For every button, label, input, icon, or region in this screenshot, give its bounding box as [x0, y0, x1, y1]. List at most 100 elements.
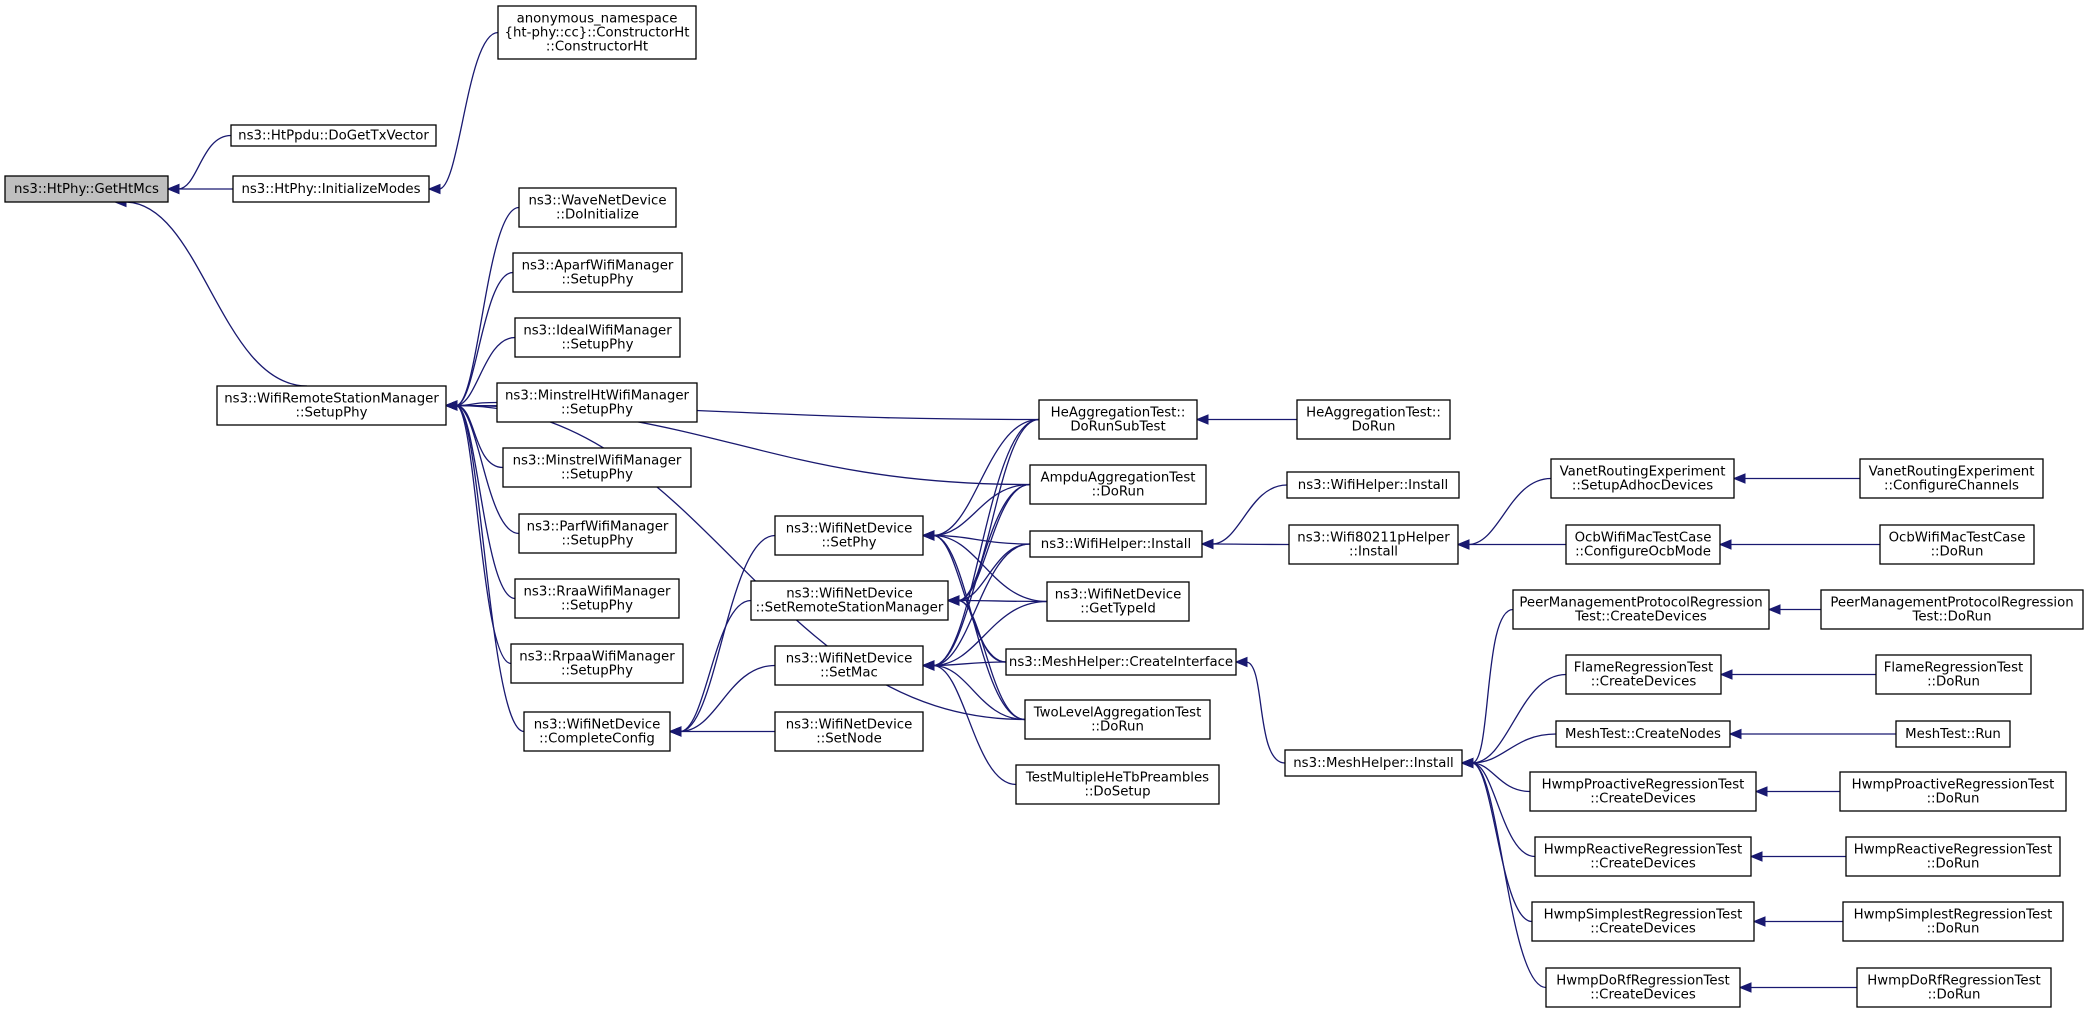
node-label: ns3::MinstrelWifiManager	[513, 454, 682, 469]
node-box	[510, 643, 684, 684]
node-heaggregationtest-dorun[interactable]: HeAggregationTest::DoRun	[1296, 399, 1451, 440]
node-label: ::SetupPhy	[561, 468, 633, 483]
node-box	[1534, 836, 1752, 877]
node-peermanagementprotocolregression-test-dorun[interactable]: PeerManagementProtocolRegressionTest::Do…	[1820, 589, 2084, 630]
node-ns3-meshhelper-createinterface[interactable]: ns3::MeshHelper::CreateInterface	[1005, 648, 1237, 676]
node-label: FlameRegressionTest	[1884, 661, 2024, 676]
node-label: ns3::HtPhy::InitializeModes	[241, 182, 420, 197]
arrow-head-icon	[1719, 669, 1733, 680]
node-label: ns3::WifiNetDevice	[786, 718, 913, 733]
node-label: anonymous_namespace	[517, 12, 678, 27]
node-ns3-wifinetdevice-setphy[interactable]: ns3::WifiNetDevice::SetPhy	[774, 515, 924, 556]
node-box	[1845, 836, 2061, 877]
node-flameregressiontest-dorun[interactable]: FlameRegressionTest::DoRun	[1875, 654, 2032, 695]
node-hwmpdorfregressiontest-createdevices[interactable]: HwmpDoRfRegressionTest::CreateDevices	[1545, 967, 1741, 1008]
arrow-head-icon	[1749, 851, 1763, 862]
arrow-head-icon	[1732, 473, 1746, 484]
node-box	[1529, 771, 1757, 812]
node-ns3-wifi80211phelper-install[interactable]: ns3::Wifi80211pHelper::Install	[1288, 524, 1459, 565]
call-edge	[932, 543, 1031, 667]
node-label: ::GetTypeId	[1080, 602, 1156, 617]
node-label: ns3::MeshHelper::Install	[1293, 756, 1454, 771]
node-ns3-rraawifimanager-setupphy[interactable]: ns3::RraaWifiManager::SetupPhy	[514, 578, 680, 619]
node-testmultiplehetbpreambles-dosetup[interactable]: TestMultipleHeTbPreambles::DoSetup	[1015, 764, 1220, 805]
node-box	[1555, 720, 1731, 748]
node-label: ::SetPhy	[821, 536, 876, 551]
node-label: ::ConstructorHt	[546, 40, 648, 55]
node-twolevelaggregationtest-dorun[interactable]: TwoLevelAggregationTest::DoRun	[1024, 699, 1211, 740]
node-label: ::SetupPhy	[562, 273, 634, 288]
node-ns3-htphy-initializemodes[interactable]: ns3::HtPhy::InitializeModes	[232, 175, 430, 203]
node-ns3-idealwifimanager-setupphy[interactable]: ns3::IdealWifiManager::SetupPhy	[514, 317, 681, 358]
node-flameregressiontest-createdevices[interactable]: FlameRegressionTest::CreateDevices	[1565, 654, 1722, 695]
node-label: ::CreateDevices	[1590, 988, 1696, 1003]
node-box	[1856, 967, 2052, 1008]
node-hwmpreactiveregressiontest-createdevices[interactable]: HwmpReactiveRegressionTest::CreateDevice…	[1534, 836, 1752, 877]
node-ns3-aparfwifimanager-setupphy[interactable]: ns3::AparfWifiManager::SetupPhy	[512, 252, 683, 293]
node-ocbwifimactestcase-configureocbmode[interactable]: OcbWifiMacTestCase::ConfigureOcbMode	[1565, 524, 1721, 565]
node-hwmpreactiveregressiontest-dorun[interactable]: HwmpReactiveRegressionTest::DoRun	[1845, 836, 2061, 877]
node-ns3-minstrelhtwifimanager-setupphy[interactable]: ns3::MinstrelHtWifiManager::SetupPhy	[496, 382, 698, 423]
node-label: Test::DoRun	[1911, 610, 1991, 625]
node-peermanagementprotocolregression-test-createdevices[interactable]: PeerManagementProtocolRegressionTest::Cr…	[1512, 589, 1770, 630]
call-edge	[932, 418, 1040, 667]
node-label: ::Install	[1349, 545, 1398, 560]
call-edge	[932, 483, 1031, 667]
node-ocbwifimactestcase-dorun[interactable]: OcbWifiMacTestCase::DoRun	[1879, 524, 2035, 565]
node-heaggregationtest-dorunsubtest[interactable]: HeAggregationTest::DoRunSubTest	[1038, 399, 1198, 440]
node-meshtest-run[interactable]: MeshTest::Run	[1895, 720, 2011, 748]
node-label: {ht-phy::cc}::ConstructorHt	[505, 26, 690, 41]
node-label: ::ConfigureChannels	[1884, 479, 2019, 494]
node-vanetroutingexperiment-configurechannels[interactable]: VanetRoutingExperiment::ConfigureChannel…	[1859, 458, 2044, 499]
node-ns3-minstrelwifimanager-setupphy[interactable]: ns3::MinstrelWifiManager::SetupPhy	[502, 447, 692, 488]
arrow-head-icon	[1752, 916, 1766, 927]
node-ns3-htphy-gethtmcs[interactable]: ns3::HtPhy::GetHtMcs	[4, 175, 169, 203]
node-ns3-wifihelper-install[interactable]: ns3::WifiHelper::Install	[1029, 530, 1203, 558]
node-vanetroutingexperiment-setupadhocdevices[interactable]: VanetRoutingExperiment::SetupAdhocDevice…	[1550, 458, 1735, 499]
node-label: ns3::WifiNetDevice	[534, 718, 661, 733]
node-box	[1046, 581, 1190, 622]
node-ns3-meshhelper-install[interactable]: ns3::MeshHelper::Install	[1284, 749, 1463, 777]
node-label: HwmpProactiveRegressionTest	[1542, 778, 1745, 793]
node-label: PeerManagementProtocolRegression	[1519, 596, 1762, 611]
node-ns3-htppdu-dogettxvector[interactable]: ns3::HtPpdu::DoGetTxVector	[230, 124, 437, 147]
graph-edges	[113, 31, 1896, 993]
node-ns3-wifinetdevice-gettypeid[interactable]: ns3::WifiNetDevice::GetTypeId	[1046, 581, 1190, 622]
node-ns3-rrpaawifimanager-setupphy[interactable]: ns3::RrpaaWifiManager::SetupPhy	[510, 643, 684, 684]
node-ns3-wifinetdevice-setnode[interactable]: ns3::WifiNetDevice::SetNode	[774, 711, 924, 752]
node-box	[512, 252, 683, 293]
node-label: HwmpDoRfRegressionTest	[1867, 974, 2040, 989]
call-edge	[455, 404, 520, 535]
node-ns3-wavenetdevice-doinitialize[interactable]: ns3::WaveNetDevice::DoInitialize	[518, 187, 677, 228]
node-anonymous-namespace-ht-phy-cc-constructorht-constructorht[interactable]: anonymous_namespace{ht-phy::cc}::Constru…	[497, 5, 697, 60]
call-edge	[455, 206, 520, 407]
node-ns3-wifinetdevice-completeconfig[interactable]: ns3::WifiNetDevice::CompleteConfig	[523, 711, 671, 752]
node-label: ::DoRun	[1931, 545, 1984, 560]
node-meshtest-createnodes[interactable]: MeshTest::CreateNodes	[1555, 720, 1731, 748]
node-hwmpsimplestregressiontest-createdevices[interactable]: HwmpSimplestRegressionTest::CreateDevice…	[1531, 901, 1755, 942]
arrow-head-icon	[1234, 656, 1248, 668]
node-label: ns3::RrpaaWifiManager	[519, 650, 675, 665]
node-label: ::SetRemoteStationManager	[756, 601, 944, 616]
node-label: ::SetNode	[816, 732, 882, 747]
node-label: ::CreateDevices	[1591, 675, 1697, 690]
node-box	[523, 711, 671, 752]
call-edge	[1211, 543, 1290, 546]
node-ns3-wifiremotestationmanager-setupphy[interactable]: ns3::WifiRemoteStationManager::SetupPhy	[216, 385, 447, 426]
arrow-head-icon	[1767, 604, 1781, 615]
node-box	[514, 317, 681, 358]
node-ns3-wifinetdevice-setmac[interactable]: ns3::WifiNetDevice::SetMac	[774, 645, 924, 686]
call-edge	[932, 483, 1031, 537]
node-hwmpdorfregressiontest-dorun[interactable]: HwmpDoRfRegressionTest::DoRun	[1856, 967, 2052, 1008]
node-ns3-wifihelper-install[interactable]: ns3::WifiHelper::Install	[1286, 471, 1460, 499]
node-ns3-parfwifimanager-setupphy[interactable]: ns3::ParfWifiManager::SetupPhy	[518, 513, 677, 554]
node-box	[1879, 524, 2035, 565]
node-ampduaggregationtest-dorun[interactable]: AmpduAggregationTest::DoRun	[1029, 464, 1207, 505]
call-edge	[455, 404, 512, 665]
node-ns3-wifinetdevice-setremotestationmanager[interactable]: ns3::WifiNetDevice::SetRemoteStationMana…	[750, 580, 949, 621]
node-hwmpproactiveregressiontest-dorun[interactable]: HwmpProactiveRegressionTest::DoRun	[1839, 771, 2067, 812]
node-label: ns3::HtPhy::GetHtMcs	[14, 182, 159, 197]
node-hwmpproactiveregressiontest-createdevices[interactable]: HwmpProactiveRegressionTest::CreateDevic…	[1529, 771, 1757, 812]
call-edge	[455, 404, 516, 600]
node-hwmpsimplestregressiontest-dorun[interactable]: HwmpSimplestRegressionTest::DoRun	[1842, 901, 2064, 942]
